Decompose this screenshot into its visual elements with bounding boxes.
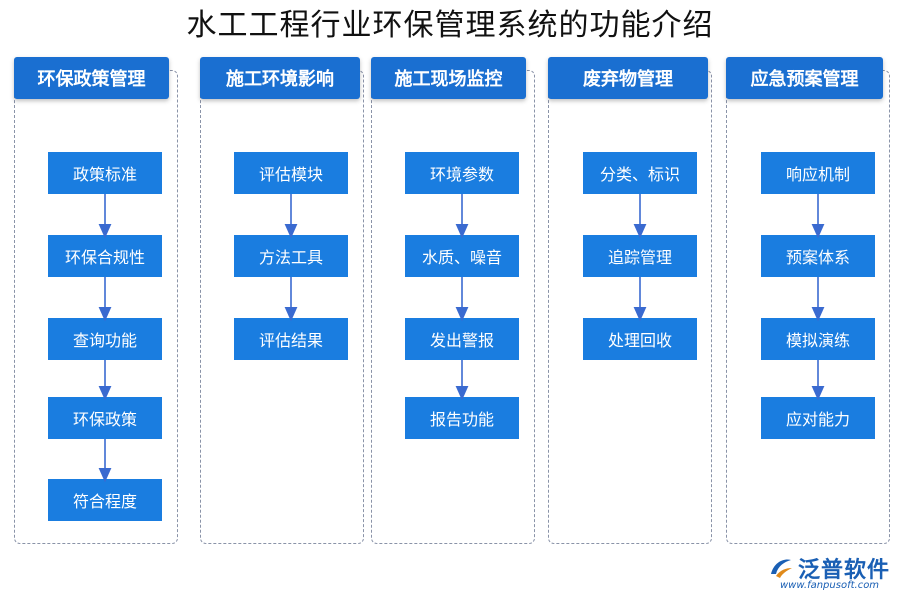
header-monitoring: 施工现场监控 <box>371 57 526 99</box>
node-report: 报告功能 <box>405 397 519 439</box>
node-drill: 模拟演练 <box>761 318 875 360</box>
node-capability: 应对能力 <box>761 397 875 439</box>
logo-url: www.fanpusoft.com <box>780 580 880 591</box>
node-assessment-results: 评估结果 <box>234 318 348 360</box>
node-env-policy: 环保政策 <box>48 397 162 439</box>
node-classify-label: 分类、标识 <box>583 152 697 194</box>
header-policy: 环保政策管理 <box>14 57 169 99</box>
node-alarm: 发出警报 <box>405 318 519 360</box>
column-waste <box>548 70 712 544</box>
node-query: 查询功能 <box>48 318 162 360</box>
node-methods-tools: 方法工具 <box>234 235 348 277</box>
column-impact <box>200 70 364 544</box>
header-waste: 废弃物管理 <box>548 57 708 99</box>
node-response: 响应机制 <box>761 152 875 194</box>
node-compliance: 环保合规性 <box>48 235 162 277</box>
column-emergency <box>726 70 890 544</box>
logo-icon <box>771 559 792 578</box>
header-impact: 施工环境影响 <box>200 57 360 99</box>
column-policy <box>14 70 178 544</box>
logo-name: 泛普软件 <box>798 558 891 583</box>
node-assessment-module: 评估模块 <box>234 152 348 194</box>
node-conformity: 符合程度 <box>48 479 162 521</box>
column-monitoring <box>371 70 535 544</box>
header-emergency: 应急预案管理 <box>726 57 883 99</box>
node-env-params: 环境参数 <box>405 152 519 194</box>
page-title: 水工工程行业环保管理系统的功能介绍 <box>186 8 714 43</box>
brand-logo: 泛普软件 <box>768 552 890 584</box>
node-tracking: 追踪管理 <box>583 235 697 277</box>
node-recycling: 处理回收 <box>583 318 697 360</box>
node-plan-system: 预案体系 <box>761 235 875 277</box>
node-policy-standards: 政策标准 <box>48 152 162 194</box>
node-water-noise: 水质、噪音 <box>405 235 519 277</box>
